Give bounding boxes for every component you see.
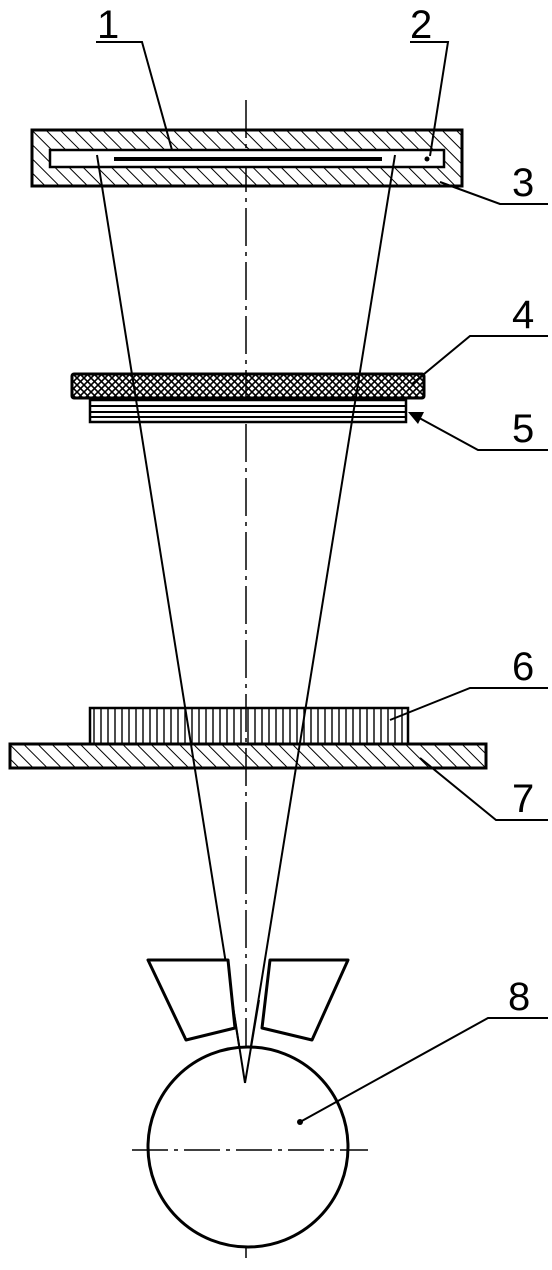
label-6: 6 <box>512 645 534 689</box>
collimator <box>146 958 350 1042</box>
label-3: 3 <box>512 161 534 205</box>
label-2: 2 <box>410 3 432 47</box>
top-housing <box>30 128 464 188</box>
object-8-circle <box>146 1045 350 1249</box>
label-4: 4 <box>512 293 534 337</box>
leader-lines <box>96 41 548 1123</box>
block-6 <box>88 706 410 746</box>
element-end-dot <box>424 156 430 162</box>
arrowhead-5 <box>408 412 424 424</box>
label-7: 7 <box>512 777 534 821</box>
beam-line-left <box>96 154 246 1084</box>
beam-line-right <box>244 154 396 1084</box>
label-5: 5 <box>512 407 534 451</box>
label-1: 1 <box>97 3 119 47</box>
plate-4 <box>70 372 426 400</box>
base-plate-7 <box>8 742 488 770</box>
label-8: 8 <box>508 975 530 1019</box>
